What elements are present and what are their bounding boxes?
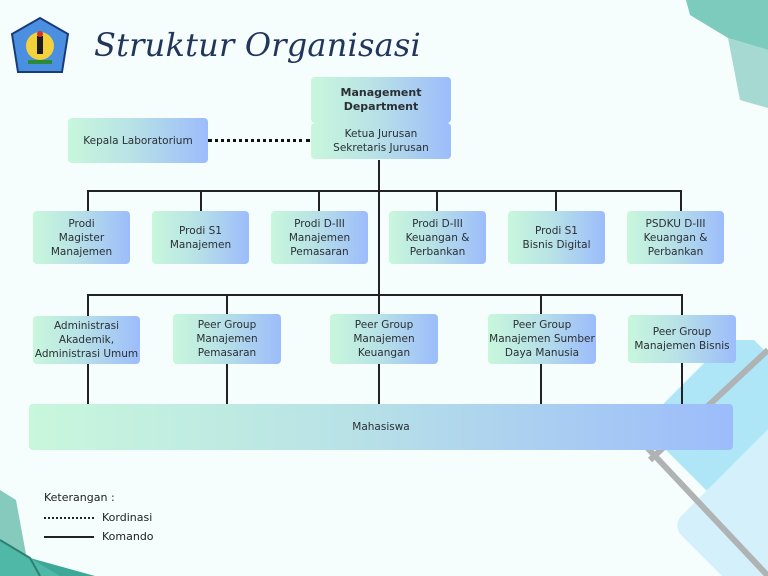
connector-units-bar bbox=[87, 294, 682, 296]
lab-head-node[interactable]: Kepala Laboratorium bbox=[68, 118, 208, 163]
program-node[interactable]: Prodi S1 Bisnis Digital bbox=[508, 211, 605, 264]
legend-dotted-sample bbox=[44, 517, 94, 519]
unit-node[interactable]: Peer Group Manajemen Keuangan bbox=[330, 314, 438, 364]
connector-program-5 bbox=[555, 190, 557, 212]
unit-label: Peer Group Manajemen Bisnis bbox=[634, 326, 730, 352]
decor-bottom-left bbox=[0, 490, 95, 576]
page-title: Struktur Organisasi bbox=[94, 26, 421, 64]
program-label: Prodi D-III Manajemen Pemasaran bbox=[288, 217, 351, 258]
unit-node[interactable]: Peer Group Manajemen Pemasaran bbox=[173, 314, 281, 364]
program-label: Prodi S1 Bisnis Digital bbox=[522, 224, 591, 251]
connector-main-vertical bbox=[378, 160, 380, 406]
connector-program-3 bbox=[318, 190, 320, 212]
decor-top-right bbox=[686, 0, 768, 108]
program-node[interactable]: PSDKU D-III Keuangan & Perbankan bbox=[627, 211, 724, 264]
unit-label: Administrasi Akademik, Administrasi Umum bbox=[34, 320, 139, 360]
students-label: Mahasiswa bbox=[352, 421, 410, 433]
management-department-node[interactable]: Management Department bbox=[311, 77, 451, 123]
legend-command-label: Komando bbox=[102, 530, 154, 543]
department-heads-node[interactable]: Ketua Jurusan Sekretaris Jurusan bbox=[311, 123, 451, 159]
unit-label: Peer Group Manajemen Pemasaran bbox=[196, 319, 258, 359]
unit-label: Peer Group Manajemen Keuangan bbox=[353, 319, 415, 359]
program-label: Prodi Magister Manajemen bbox=[50, 217, 113, 258]
connector-program-6 bbox=[680, 190, 682, 212]
coordination-line bbox=[208, 139, 310, 142]
legend-coordination-label: Kordinasi bbox=[102, 511, 153, 524]
lab-head-label: Kepala Laboratorium bbox=[83, 134, 193, 147]
unit-label: Peer Group Manajemen Sumber Daya Manusia bbox=[489, 319, 595, 359]
university-logo-icon bbox=[10, 16, 70, 73]
unit-node[interactable]: Peer Group Manajemen Bisnis bbox=[628, 315, 736, 363]
program-node[interactable]: Prodi S1 Manajemen bbox=[152, 211, 249, 264]
department-heads-label: Ketua Jurusan Sekretaris Jurusan bbox=[333, 128, 429, 154]
program-label: Prodi S1 Manajemen bbox=[169, 224, 232, 251]
management-title: Management Department bbox=[340, 86, 422, 113]
program-node[interactable]: Prodi Magister Manajemen bbox=[33, 211, 130, 264]
legend-solid-sample bbox=[44, 536, 94, 538]
decor-bottom-right bbox=[637, 340, 768, 576]
unit-node[interactable]: Peer Group Manajemen Sumber Daya Manusia bbox=[488, 314, 596, 364]
program-label: Prodi D-III Keuangan & Perbankan bbox=[405, 217, 470, 258]
unit-node[interactable]: Administrasi Akademik, Administrasi Umum bbox=[33, 316, 140, 364]
connector-program-4 bbox=[436, 190, 438, 212]
legend-title: Keterangan : bbox=[44, 491, 115, 504]
program-node[interactable]: Prodi D-III Keuangan & Perbankan bbox=[389, 211, 486, 264]
connector-programs-bar bbox=[87, 190, 682, 192]
connector-program-2 bbox=[200, 190, 202, 212]
connector-program-1 bbox=[87, 190, 89, 212]
students-node[interactable]: Mahasiswa bbox=[29, 404, 733, 450]
program-label: PSDKU D-III Keuangan & Perbankan bbox=[643, 217, 708, 258]
program-node[interactable]: Prodi D-III Manajemen Pemasaran bbox=[271, 211, 368, 264]
